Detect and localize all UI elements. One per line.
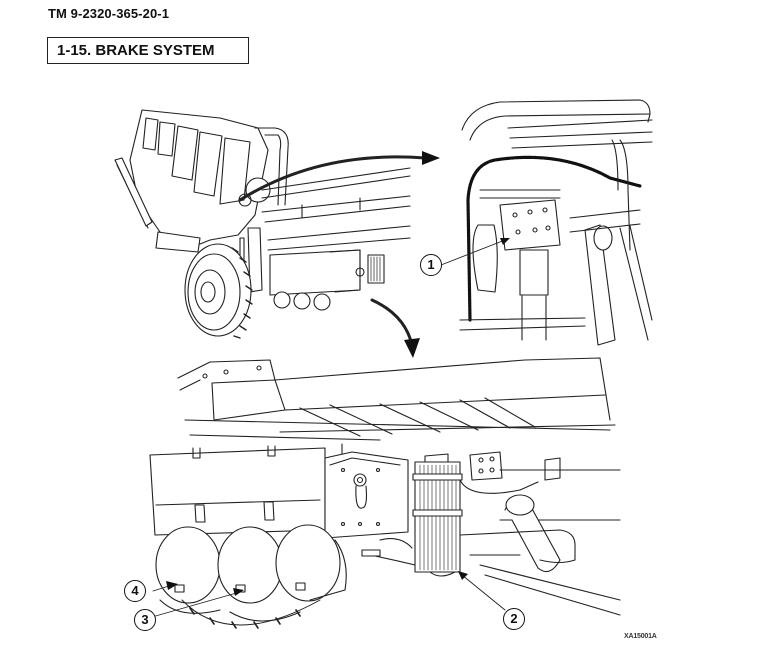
section-heading-box: 1-15. BRAKE SYSTEM [47,37,249,64]
section-title: 1-15. BRAKE SYSTEM [57,42,215,59]
lower-detail-view [149,357,621,629]
callout-2: 2 [503,608,525,630]
truck-overview-view [114,109,440,358]
callout-1: 1 [420,254,442,276]
tm-number: TM 9-2320-365-20-1 [48,6,170,21]
figure-id-label: XA15001A [624,633,657,640]
callout-4: 4 [124,580,146,602]
callout-3: 3 [134,609,156,631]
detail-inset-view [440,99,653,346]
